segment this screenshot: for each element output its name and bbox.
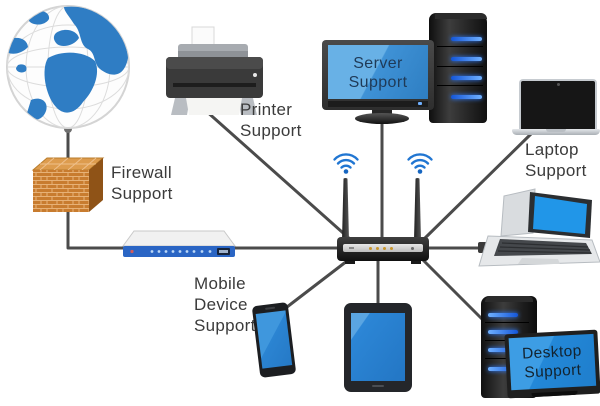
smartphone-screen <box>255 310 293 369</box>
server-led-strip <box>451 37 482 41</box>
link-router-desktop <box>419 256 494 331</box>
link-firewall-switch <box>66 204 126 250</box>
desktop-led-strip <box>488 313 518 317</box>
server-monitor-base <box>355 113 409 124</box>
link-router-laptop <box>420 130 535 243</box>
link-router-phone <box>285 259 349 309</box>
router-antenna-right <box>414 178 421 240</box>
desktop-led-strip <box>488 367 518 371</box>
firewall-icon <box>31 157 105 212</box>
desktop-led-strip <box>488 330 518 334</box>
wifi-icon <box>333 153 359 174</box>
wireless-router-icon <box>337 237 429 264</box>
network-switch-icon <box>122 230 236 257</box>
wifi-icon <box>407 153 433 174</box>
router-front-panel <box>343 244 423 252</box>
desktop-led-strip <box>488 348 518 352</box>
router-antenna-left <box>342 178 349 240</box>
tablet-screen <box>351 313 405 381</box>
globe-continents <box>7 6 128 120</box>
notebook-laptop-icon <box>478 188 600 267</box>
tablet-icon <box>344 303 412 392</box>
laptop-base <box>512 129 600 135</box>
server-led-strip <box>451 95 482 99</box>
server-tower-icon <box>429 13 487 123</box>
server-led-strip <box>451 57 482 61</box>
webcam-dot <box>557 83 560 86</box>
link-router-printer <box>203 108 353 242</box>
server-led-strip <box>451 76 482 80</box>
laptop-icon <box>519 79 597 129</box>
internet-globe-icon <box>6 5 130 129</box>
printer-icon <box>166 26 263 115</box>
